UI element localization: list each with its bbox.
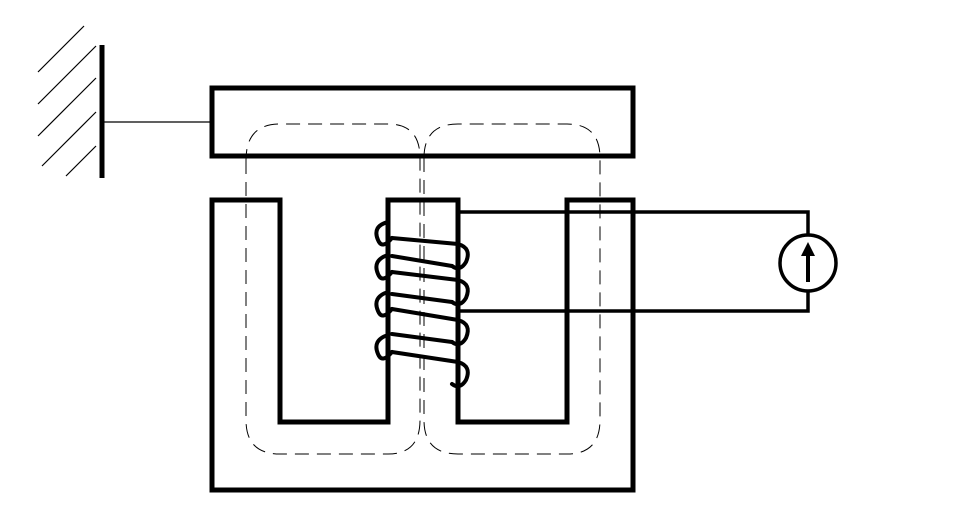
wall-support — [37, 25, 105, 178]
lead-wires — [458, 210, 810, 313]
e-core — [209, 197, 636, 493]
current-meter — [778, 233, 838, 293]
arrow-up-icon — [801, 242, 815, 282]
armature — [209, 85, 636, 159]
magnetic-flux-lines — [245, 123, 601, 455]
wall-hatching — [37, 25, 97, 177]
coil — [374, 220, 470, 389]
